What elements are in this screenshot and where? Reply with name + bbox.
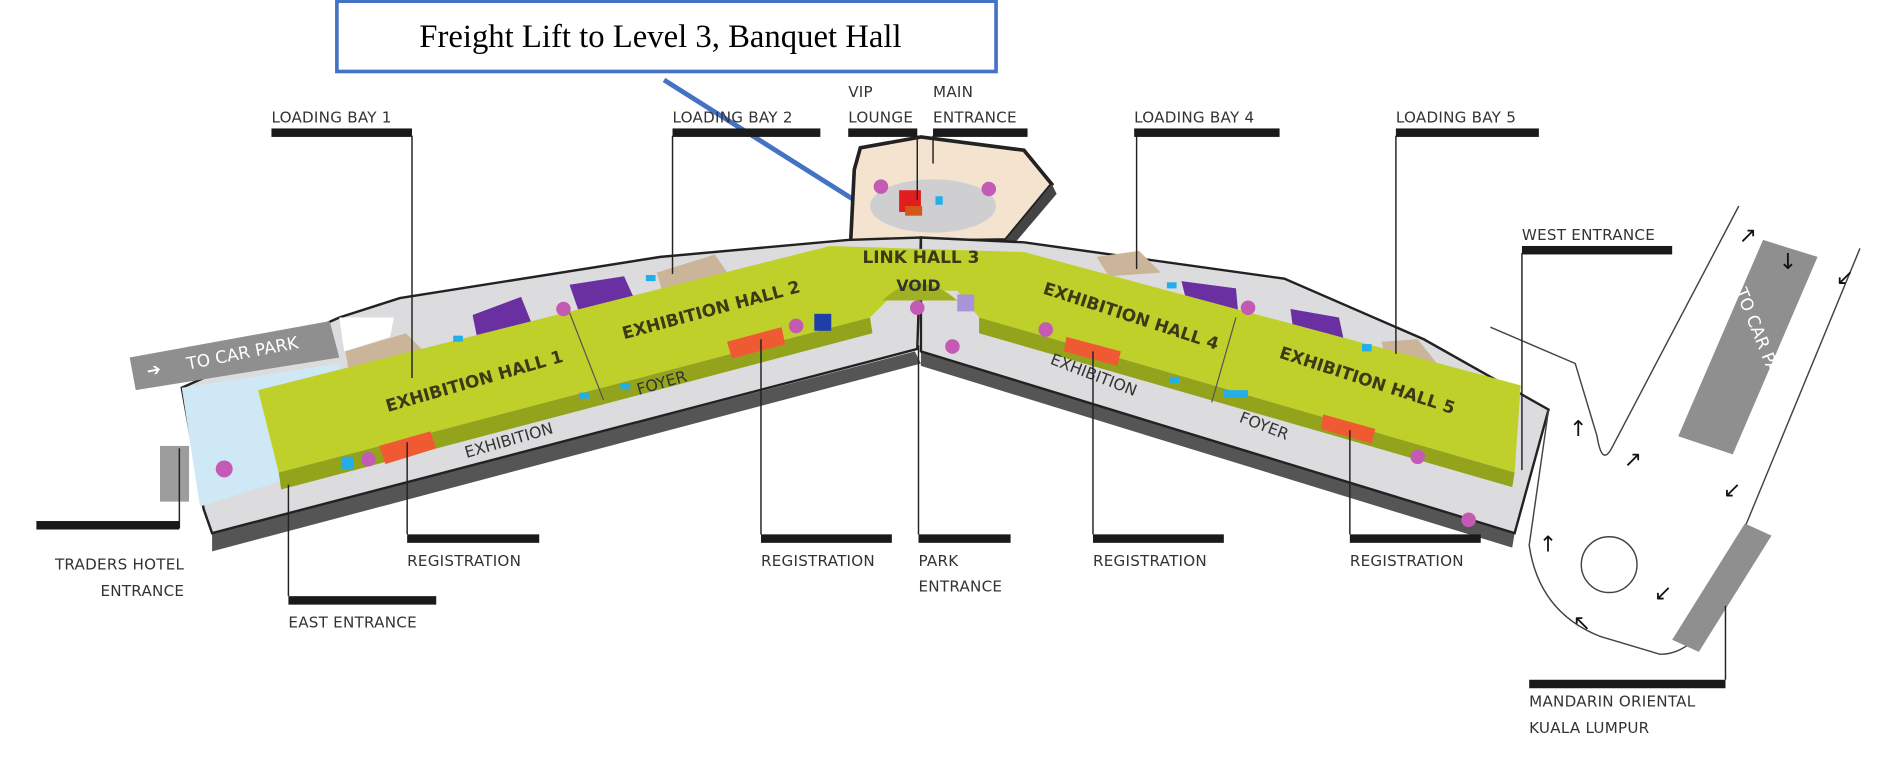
park-entrance-label-1: PARK — [918, 552, 959, 570]
arrow-down-icon: ↙ — [1723, 478, 1741, 503]
hall-divider — [568, 312, 605, 401]
loading-bay-4-label: LOADING BAY 4 — [1134, 108, 1254, 126]
arrow-up-icon: ↑ — [1569, 417, 1587, 442]
exhibition-hall-1-2 — [258, 245, 871, 473]
traders-hotel-label-1: TRADERS HOTEL — [54, 555, 185, 573]
info-points — [341, 275, 1372, 469]
arrow-up-icon: ↗ — [1739, 223, 1757, 248]
registration-5-label: REGISTRATION — [1350, 552, 1464, 570]
arrow-down-icon: ↙ — [1654, 581, 1672, 606]
right-wing-edge — [920, 351, 1515, 548]
loading-bay-4-area — [1096, 250, 1161, 277]
to-car-park-left[interactable] — [129, 321, 340, 391]
traders-hotel-label-2: ENTRANCE — [100, 582, 184, 600]
link-hall-3-label[interactable]: LINK HALL 3 — [862, 247, 979, 267]
traders-hotel-door — [159, 445, 190, 502]
leader-lines — [178, 135, 1727, 680]
arrow-right-icon: ➔ — [145, 358, 163, 380]
mandarin-oriental-label-2: KUALA LUMPUR — [1529, 719, 1650, 737]
main-entrance-label-2: ENTRANCE — [933, 108, 1017, 126]
registration-4-label: REGISTRATION — [1093, 552, 1207, 570]
exhibition-hall-4-5 — [979, 252, 1521, 473]
main-entrance-plaza — [870, 179, 997, 233]
link-hall-3 — [830, 245, 1024, 318]
registration-2-label: REGISTRATION — [761, 552, 875, 570]
purple-block — [957, 294, 975, 312]
left-wing-edge — [212, 351, 921, 552]
arrow-up-icon: ↑ — [1539, 532, 1557, 557]
loading-bay-1-label: LOADING BAY 1 — [271, 108, 391, 126]
traffic-arrows: ↑ ↑ ↗ ↙ ↙ ↗ ↓ ↙ ↖ — [1539, 223, 1854, 636]
vip-block — [905, 205, 923, 216]
vip-shadow — [1005, 184, 1057, 243]
park-entrance-label-2: ENTRANCE — [918, 577, 1002, 595]
main-entrance-label-1: MAIN — [933, 83, 973, 101]
void-label: VOID — [896, 276, 940, 295]
to-car-park-right[interactable] — [1678, 239, 1818, 455]
mandarin-entrance-block — [1672, 523, 1772, 652]
vip-lounge-label-2: LOUNGE — [848, 108, 913, 126]
arrow-up-icon: ↗ — [1624, 448, 1642, 473]
lift-markers — [215, 179, 1476, 528]
blue-block — [814, 313, 832, 331]
arrow-down-icon: ↓ — [1779, 250, 1797, 275]
hall-divider — [1211, 317, 1237, 403]
loading-bay-5-label: LOADING BAY 5 — [1396, 108, 1516, 126]
east-entrance-label: EAST ENTRANCE — [288, 614, 417, 632]
loading-bay-2-label: LOADING BAY 2 — [673, 108, 793, 126]
arrow-curve-icon: ↖ — [1573, 611, 1591, 636]
west-entrance-label: WEST ENTRANCE — [1522, 226, 1655, 244]
vip-info-square — [935, 196, 943, 205]
void-area — [882, 283, 958, 301]
mandarin-oriental-label-1: MANDARIN ORIENTAL — [1529, 692, 1696, 710]
arrow-down-icon: ↙ — [1836, 266, 1854, 291]
lobby-gap — [339, 317, 394, 352]
callout-box — [335, 0, 998, 74]
freight-lift-callout: Freight Lift to Level 3, Banquet Hall — [335, 0, 998, 233]
vip-lounge-label-1: VIP — [848, 83, 873, 101]
label-bars — [36, 128, 1726, 689]
callout-text: Freight Lift to Level 3, Banquet Hall — [419, 19, 901, 55]
registration-1-label: REGISTRATION — [407, 552, 521, 570]
